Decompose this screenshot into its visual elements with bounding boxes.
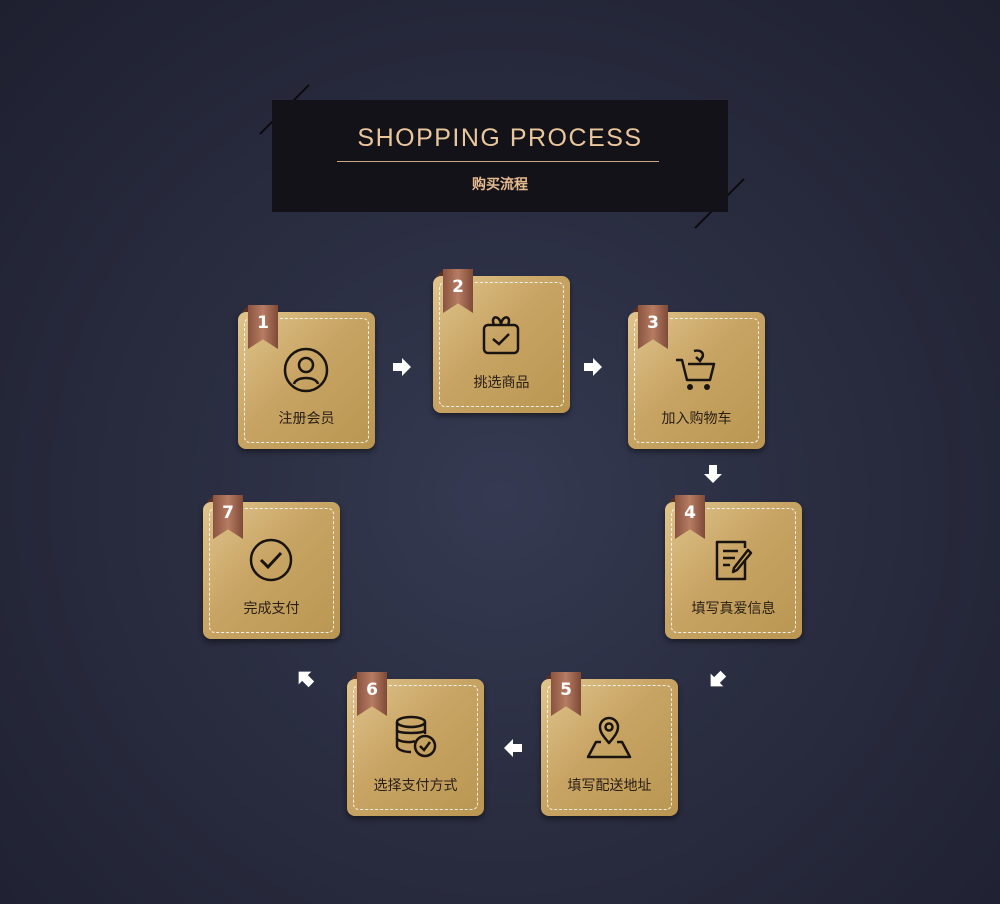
- step-card-5[interactable]: 5 填写配送地址: [541, 672, 678, 816]
- gift-box-icon: [482, 316, 520, 355]
- arrow-down-icon: [704, 465, 722, 483]
- shopping-cart-icon: [676, 349, 716, 390]
- step-label: 挑选商品: [473, 375, 530, 391]
- step-label: 加入购物车: [661, 411, 732, 427]
- step-label: 填写配送地址: [567, 778, 652, 794]
- header: SHOPPING PROCESS 购买流程: [0, 0, 1000, 240]
- check-circle-icon: [249, 538, 293, 582]
- database-check-icon: [395, 715, 437, 758]
- step-card-7[interactable]: 7 完成支付: [203, 495, 340, 639]
- arrow-left-icon: [504, 739, 522, 757]
- step-label: 选择支付方式: [373, 778, 458, 794]
- step-card-3[interactable]: 3 加入购物车: [628, 305, 765, 449]
- step-number: 5: [560, 680, 572, 700]
- step-card-6[interactable]: 6 选择支付方式: [347, 672, 484, 816]
- header-box: SHOPPING PROCESS 购买流程: [272, 100, 728, 212]
- page-subtitle: 购买流程: [472, 177, 528, 193]
- step-number: 2: [452, 277, 464, 297]
- step-number: 7: [222, 503, 234, 523]
- arrow-down-left-icon: [710, 670, 727, 687]
- edit-document-icon: [715, 540, 753, 581]
- step-label: 填写真爱信息: [691, 601, 776, 617]
- arrow-up-left-icon: [298, 671, 315, 688]
- step-card-1[interactable]: 1 注册会员: [238, 305, 375, 449]
- step-number: 3: [647, 313, 659, 333]
- step-number: 4: [684, 503, 696, 523]
- step-card-2[interactable]: 2 挑选商品: [433, 269, 570, 413]
- page-title: SHOPPING PROCESS: [357, 124, 643, 152]
- arrow-right-icon: [584, 358, 602, 376]
- step-number: 6: [366, 680, 378, 700]
- step-label: 完成支付: [243, 601, 300, 617]
- step-card-4[interactable]: 4 填写真爱信息: [665, 495, 802, 639]
- step-number: 1: [257, 313, 269, 333]
- title-divider: [337, 161, 659, 162]
- map-pin-icon: [586, 716, 632, 759]
- arrow-right-icon: [393, 358, 411, 376]
- step-label: 注册会员: [278, 411, 335, 427]
- user-icon: [283, 347, 329, 393]
